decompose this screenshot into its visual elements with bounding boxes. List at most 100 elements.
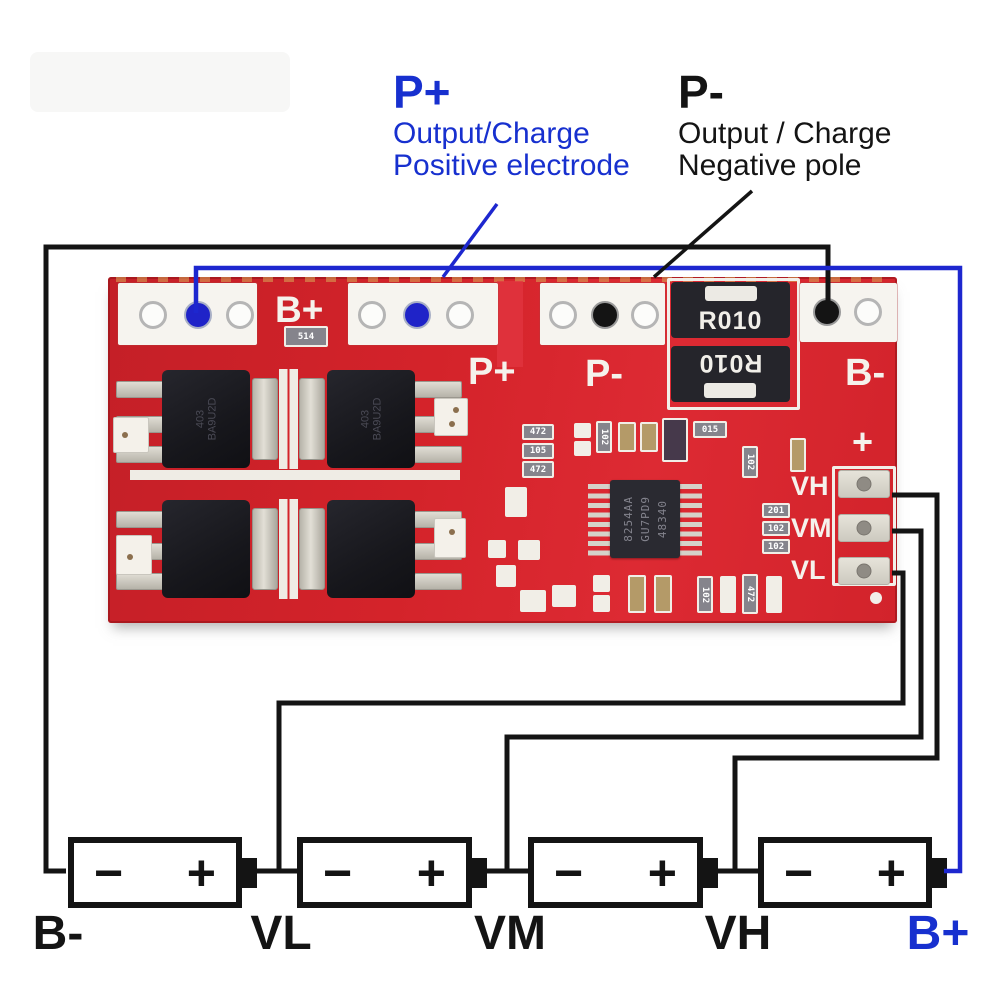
p-minus-line2: Negative pole [678,149,862,182]
mosfet-tab [299,378,325,460]
battery-terminal-nub [242,858,257,888]
ceramic-component [434,518,466,558]
through-hole [226,301,254,329]
annotation-p-minus: P- Output / Charge Negative pole [678,66,892,182]
label-b-plus: B+ [906,907,970,960]
mosfet-q2: 403 BA9U2D [327,370,415,468]
silkscreen-strip [279,499,298,599]
wire-vl [276,570,906,869]
mosfet-tab [252,378,278,460]
through-hole [549,301,577,329]
smd-pad [552,585,576,607]
battery-cell-1: − + [68,837,242,908]
smd-capacitor [618,422,636,452]
smd-pad [505,487,527,517]
silk-p-minus: P- [585,353,623,395]
smd-resistor: 102 [762,539,790,554]
wire-b-minus [43,244,831,874]
battery-terminal-nub [472,858,487,888]
label-vh: VH [704,907,772,960]
label-vm: VM [474,907,546,960]
silkscreen-strip [130,470,460,480]
resistor-band [704,286,757,301]
ceramic-component [116,535,152,575]
smd-resistor: 201 [762,503,790,518]
battery-cell-3: − + [528,837,703,908]
wire-vh [732,492,940,869]
mosfet-q1: 403 BA9U2D [162,370,250,468]
smd-pad [766,576,782,613]
smd-pad [574,423,591,438]
label-b-minus: B- [32,907,84,960]
vh-sense-pad [838,470,890,498]
silk-vh: VH [791,471,829,501]
through-hole-black-filled [591,301,619,329]
through-hole-blue-filled [403,301,431,329]
leader-line-p-plus [441,202,499,279]
smd-pad [496,565,516,587]
silk-plus-mark: + [852,421,874,462]
smd-resistor: 102 [742,446,758,478]
battery-cell-4: − + [758,837,932,908]
smd-capacitor [790,438,806,472]
protection-ic: 8254AA GU7PD9 48340 [610,480,680,558]
mosfet-q4 [327,500,415,598]
wire-vm [504,528,924,869]
smd-pad [593,595,610,612]
wire-b-plus [193,265,963,874]
smd-pad [720,576,736,613]
through-hole [631,301,659,329]
silkscreen-strip [279,369,298,469]
smd-resistor: 472 [742,574,758,614]
smd-capacitor [654,575,672,613]
mosfet-tab [252,508,278,590]
bms-pcb-board: B+ 514 R010 R010 P+ P- B- + [108,277,897,623]
silk-b-plus: B+ [275,289,324,330]
p-plus-title: P+ [393,66,451,118]
smd-capacitor [628,575,646,613]
battery-terminal-nub [703,858,718,888]
smd-pad [488,540,506,558]
smd-resistor: 102 [762,521,790,536]
smd-pad [574,441,591,456]
smd-cap-514: 514 [284,326,328,347]
smd-capacitor [662,418,688,462]
smd-capacitor [640,422,658,452]
ceramic-component [434,398,468,436]
silk-vl: VL [791,555,826,585]
shunt-resistor-outline [667,278,800,410]
ic-pins-right [680,484,702,558]
through-hole [358,301,386,329]
battery-terminal-nub [932,858,947,888]
smd-pad [520,590,546,612]
vl-sense-pad [838,557,890,585]
p-plus-line2: Positive electrode [393,149,630,182]
leader-line-p-minus [652,189,754,279]
p-minus-title: P- [678,66,724,118]
through-hole [139,301,167,329]
ceramic-component [113,417,149,453]
smd-resistor: 105 [522,443,554,459]
silk-b-minus: B- [845,352,886,394]
pcb-trace [497,281,523,367]
through-hole [854,298,882,326]
through-hole [446,301,474,329]
annotation-p-plus: P+ Output/Charge Positive electrode [393,66,630,182]
smd-resistor: 102 [697,576,713,613]
smd-resistor: 102 [596,421,612,453]
shunt-resistor-top: R010 [671,282,790,338]
mosfet-q3 [162,500,250,598]
faint-watermark [30,52,290,112]
silk-vm: VM [791,513,832,543]
silk-p-plus: P+ [468,351,516,393]
corner-dot [870,592,882,604]
p-minus-line1: Output / Charge [678,117,892,150]
board-edge-plating [116,277,888,282]
label-vl: VL [250,907,312,960]
vm-sense-pad [838,514,890,542]
battery-cell-2: − + [297,837,472,908]
ic-pins-left [588,484,610,558]
smd-resistor: 472 [522,461,554,478]
